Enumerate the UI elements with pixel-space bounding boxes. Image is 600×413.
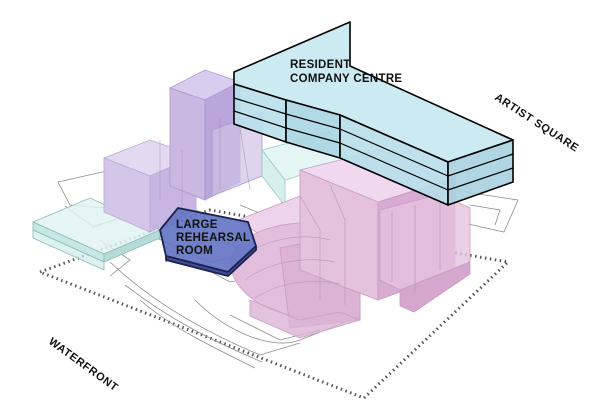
waterfront-label: WATERFRONT (46, 336, 120, 394)
pink-theatre-mass (229, 149, 471, 339)
resident-label-line2: COMPANY CENTRE (290, 73, 402, 85)
rehearsal-label-line3: ROOM (176, 245, 213, 257)
teal-slab-west (31, 197, 161, 271)
rehearsal-label-line1: LARGE (176, 219, 218, 231)
lavender-tower (168, 69, 263, 201)
large-rehearsal-room (159, 207, 257, 277)
resident-company-centre (233, 21, 514, 206)
rehearsal-label-line2: REHEARSAL (176, 232, 250, 244)
resident-label-line1: RESIDENT (290, 59, 351, 71)
